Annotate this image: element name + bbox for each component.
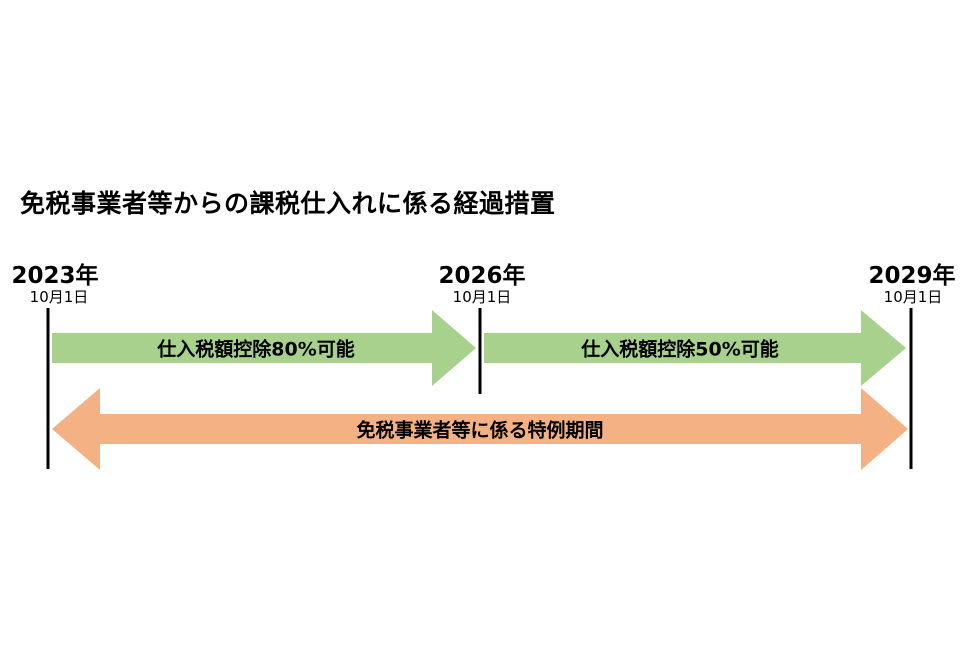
- special-period-arrow: [52, 388, 908, 470]
- deduction-50-arrow: [484, 310, 906, 386]
- milestone-year-2029: 2029年: [868, 263, 956, 289]
- milestone-year-2023: 2023年: [11, 263, 99, 289]
- milestone-date-2023: 10月1日: [29, 288, 89, 306]
- diagram-title: 免税事業者等からの課税仕入れに係る経過措置: [20, 189, 556, 218]
- milestone-date-2029: 10月1日: [883, 288, 943, 306]
- deduction-80-label: 仕入税額控除80%可能: [157, 338, 355, 361]
- milestone-date-2026: 10月1日: [452, 288, 512, 306]
- deduction-50-label: 仕入税額控除50%可能: [581, 338, 779, 361]
- deduction-80-arrow: [52, 310, 476, 386]
- special-period-label: 免税事業者等に係る特例期間: [356, 419, 604, 442]
- milestone-year-2026: 2026年: [438, 263, 526, 289]
